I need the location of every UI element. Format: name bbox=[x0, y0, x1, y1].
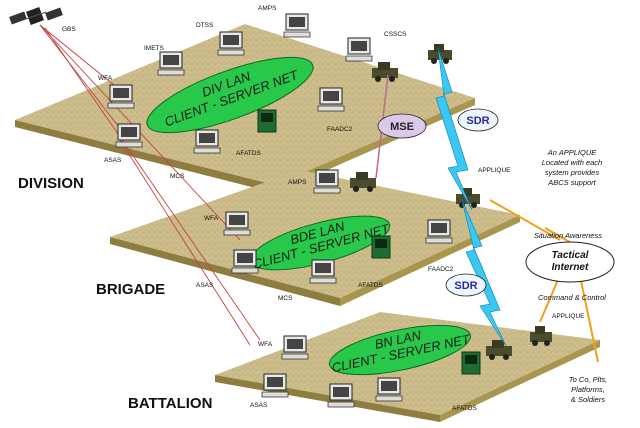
div-cssc-label: CSSCS bbox=[384, 31, 407, 38]
bde-faadc-label: FAADC2 bbox=[428, 266, 454, 273]
applique-note-line1: An APPLIQUE bbox=[547, 148, 597, 157]
battalion-label: BATTALION bbox=[128, 395, 212, 412]
div-dtss-label: DTSS bbox=[196, 22, 214, 29]
sdr-label-upper: SDR bbox=[466, 115, 489, 127]
applique-label-bn: APPLIQUE bbox=[552, 313, 585, 320]
computer-icon bbox=[327, 383, 355, 408]
computer-icon bbox=[283, 13, 311, 38]
bn-asas-label: ASAS bbox=[250, 402, 268, 409]
tactical-internet-cloud: Tactical Internet bbox=[525, 241, 615, 283]
vehicle-icon bbox=[530, 326, 552, 346]
sdr-bolt-lower bbox=[461, 199, 507, 347]
sdr-cloud-upper: SDR bbox=[457, 108, 499, 132]
sdr-label-lower: SDR bbox=[454, 280, 477, 292]
soldiers-line1: To Co, Plts, bbox=[569, 375, 608, 384]
division-label: DIVISION bbox=[18, 175, 84, 192]
computer-icon bbox=[193, 129, 221, 154]
tactical-internet-line1: Tactical bbox=[552, 250, 589, 261]
gbs-label: GBS bbox=[62, 26, 76, 33]
vehicle-icon bbox=[350, 172, 376, 192]
terminal-icon bbox=[461, 351, 481, 375]
applique-label-bde: APPLIQUE bbox=[478, 167, 511, 174]
bn-wfa-label: WFA bbox=[258, 341, 273, 348]
computer-icon bbox=[217, 31, 245, 56]
satellite-icon bbox=[9, 7, 63, 25]
div-amps-label: AMPS bbox=[258, 5, 277, 12]
computer-icon bbox=[345, 37, 373, 62]
computer-icon bbox=[317, 87, 345, 112]
mse-cloud: MSE bbox=[377, 113, 427, 139]
applique-note-line4: ABCS support bbox=[547, 178, 596, 187]
vehicle-icon bbox=[486, 340, 512, 360]
bde-amps-label: AMPS bbox=[288, 179, 307, 186]
computer-icon bbox=[313, 169, 341, 194]
tactical-internet-line2: Internet bbox=[552, 262, 589, 273]
command-control-label: Command & Control bbox=[538, 293, 606, 302]
div-imets-label: IMETS bbox=[144, 45, 165, 52]
div-faadc-label: FAADC2 bbox=[327, 126, 353, 133]
mse-label: MSE bbox=[390, 121, 414, 133]
bde-wfa-label: WFA bbox=[204, 215, 219, 222]
bn-afatds-label: AFATDS bbox=[452, 405, 477, 412]
computer-icon bbox=[281, 335, 309, 360]
soldiers-note: To Co, Plts, Platforms, & Soldiers bbox=[569, 375, 608, 404]
computer-icon bbox=[425, 219, 453, 244]
sdr-bolt-upper bbox=[435, 47, 473, 211]
applique-note-line3: system provides bbox=[545, 168, 599, 177]
bde-afatds-label: AFATDS bbox=[358, 282, 383, 289]
bde-asas-label: ASAS bbox=[196, 282, 214, 289]
computer-icon bbox=[375, 377, 403, 402]
div-wfa-label: WFA bbox=[98, 75, 113, 82]
brigade-label: BRIGADE bbox=[96, 281, 165, 298]
applique-note-line2: Located with each bbox=[542, 158, 602, 167]
computer-icon bbox=[223, 211, 251, 236]
sdr-cloud-lower: SDR bbox=[445, 273, 487, 297]
applique-note: An APPLIQUE Located with each system pro… bbox=[542, 148, 602, 187]
computer-icon bbox=[261, 373, 289, 398]
div-afatds-label: AFATDS bbox=[236, 150, 261, 157]
soldiers-line2: Platforms, bbox=[571, 385, 605, 394]
computer-icon bbox=[309, 259, 337, 284]
div-asas-label: ASAS bbox=[104, 157, 122, 164]
div-mcs-label: MCS bbox=[170, 173, 185, 180]
situation-awareness-label: Situation Awareness bbox=[534, 231, 602, 240]
computer-icon bbox=[231, 249, 259, 274]
computer-icon bbox=[157, 51, 185, 76]
computer-icon bbox=[115, 123, 143, 148]
computer-icon bbox=[107, 84, 135, 109]
terminal-icon bbox=[257, 109, 277, 133]
soldiers-line3: & Soldiers bbox=[571, 395, 605, 404]
vehicle-icon bbox=[372, 62, 398, 82]
terminal-icon bbox=[371, 235, 391, 259]
bde-mcs-label: MCS bbox=[278, 295, 293, 302]
